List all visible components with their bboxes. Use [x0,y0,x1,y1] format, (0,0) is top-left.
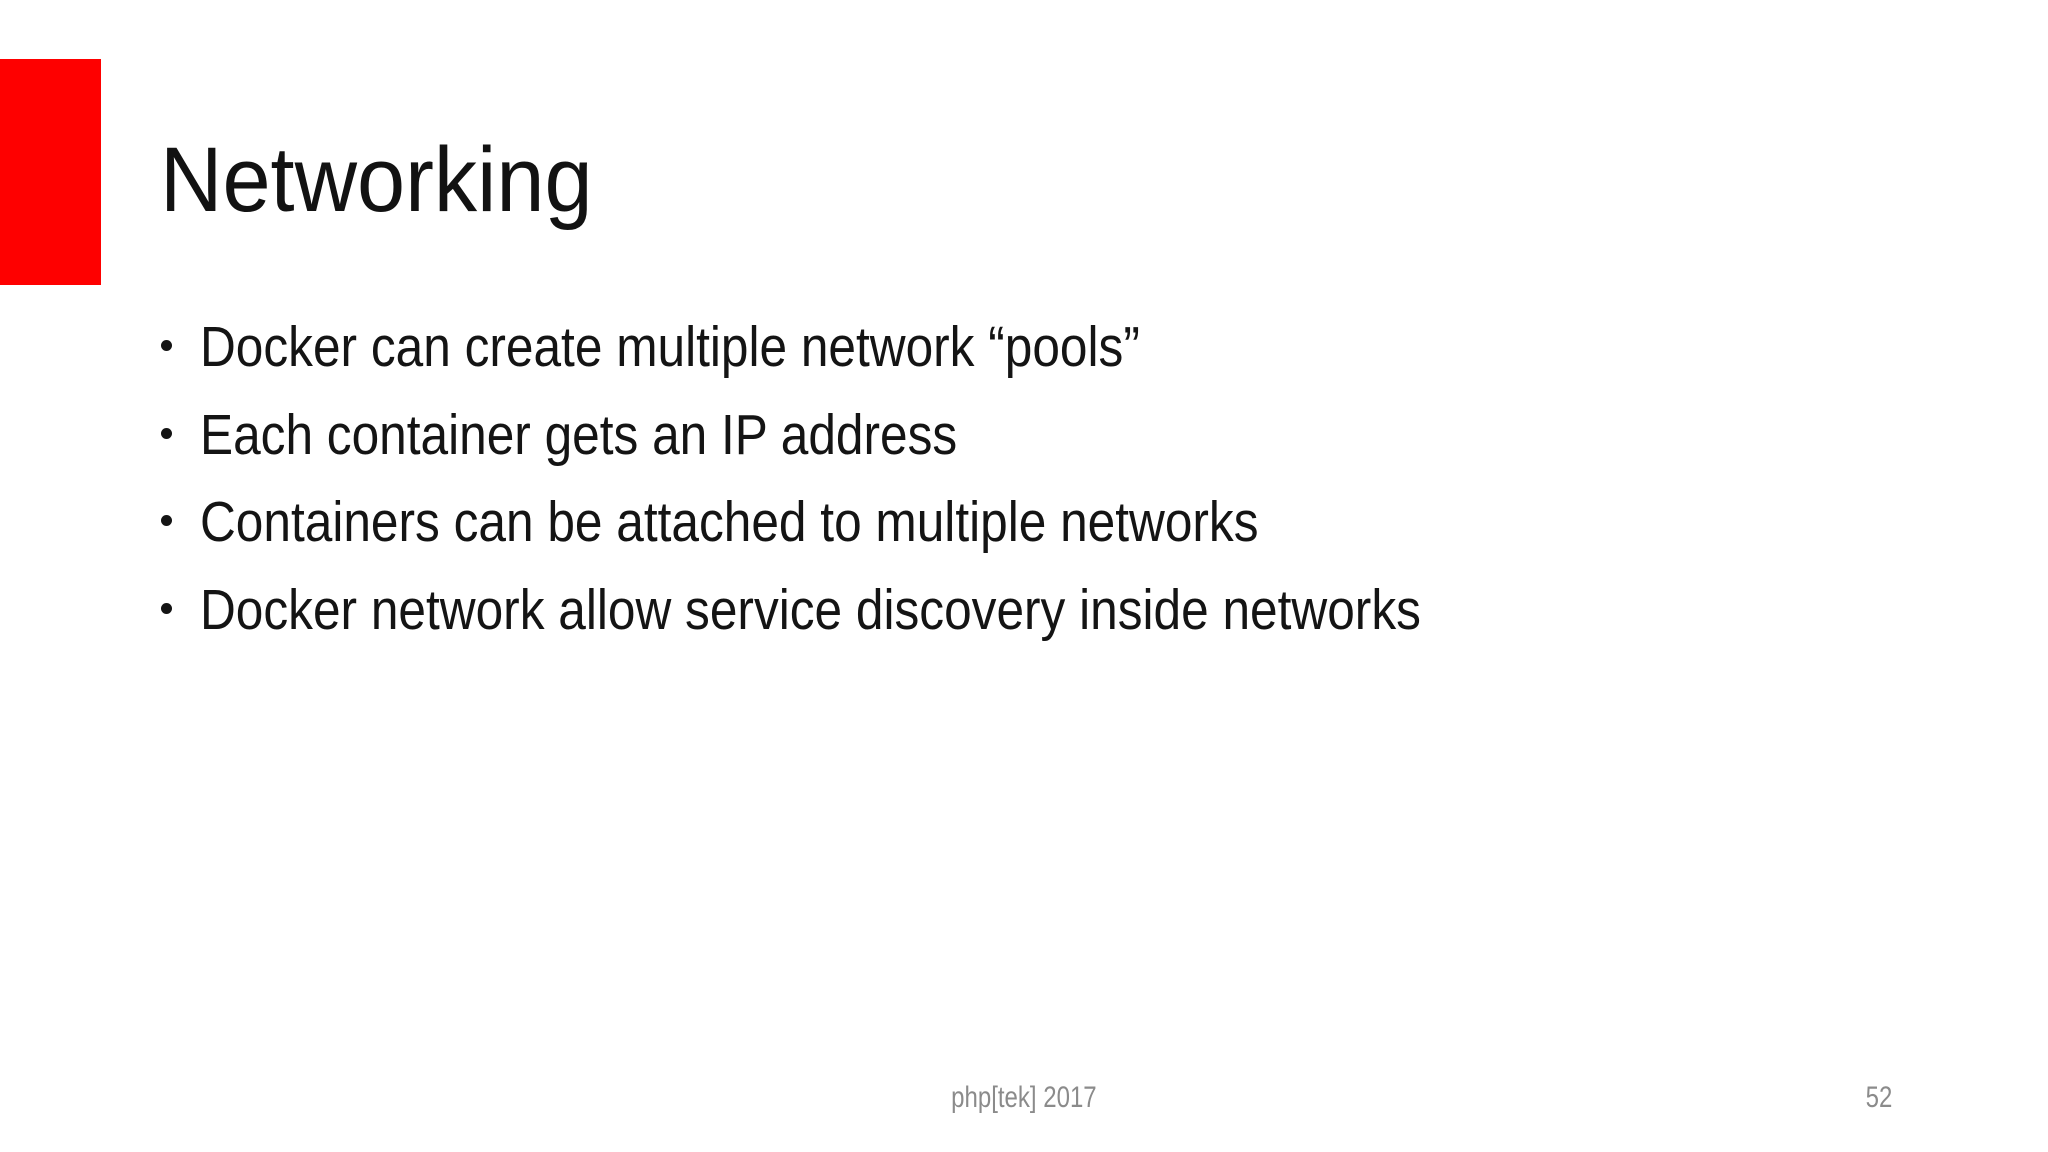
bullet-list: Docker can create multiple network “pool… [160,304,1860,654]
bullet-text: Each container gets an IP address [200,402,958,467]
bullet-point-icon [161,340,172,351]
bullet-point-icon [161,515,172,526]
footer-event-label: php[tek] 2017 [0,1083,2048,1113]
bullet-text: Containers can be attached to multiple n… [200,490,1259,554]
bullet-item: Each container gets an IP address [160,392,1860,480]
bullet-item: Docker network allow service discovery i… [160,567,1860,655]
bullet-text: Docker network allow service discovery i… [200,577,1421,642]
footer-event-text: php[tek] 2017 [951,1081,1097,1114]
bullet-text: Docker can create multiple network “pool… [200,315,1140,379]
slide-title: Networking [160,129,593,231]
bullet-item: Containers can be attached to multiple n… [160,479,1860,567]
page-number: 52 [1865,1081,1892,1114]
bullet-item: Docker can create multiple network “pool… [160,304,1860,392]
bullet-point-icon [161,602,172,614]
red-accent-bar [0,59,101,285]
bullet-point-icon [161,427,172,439]
